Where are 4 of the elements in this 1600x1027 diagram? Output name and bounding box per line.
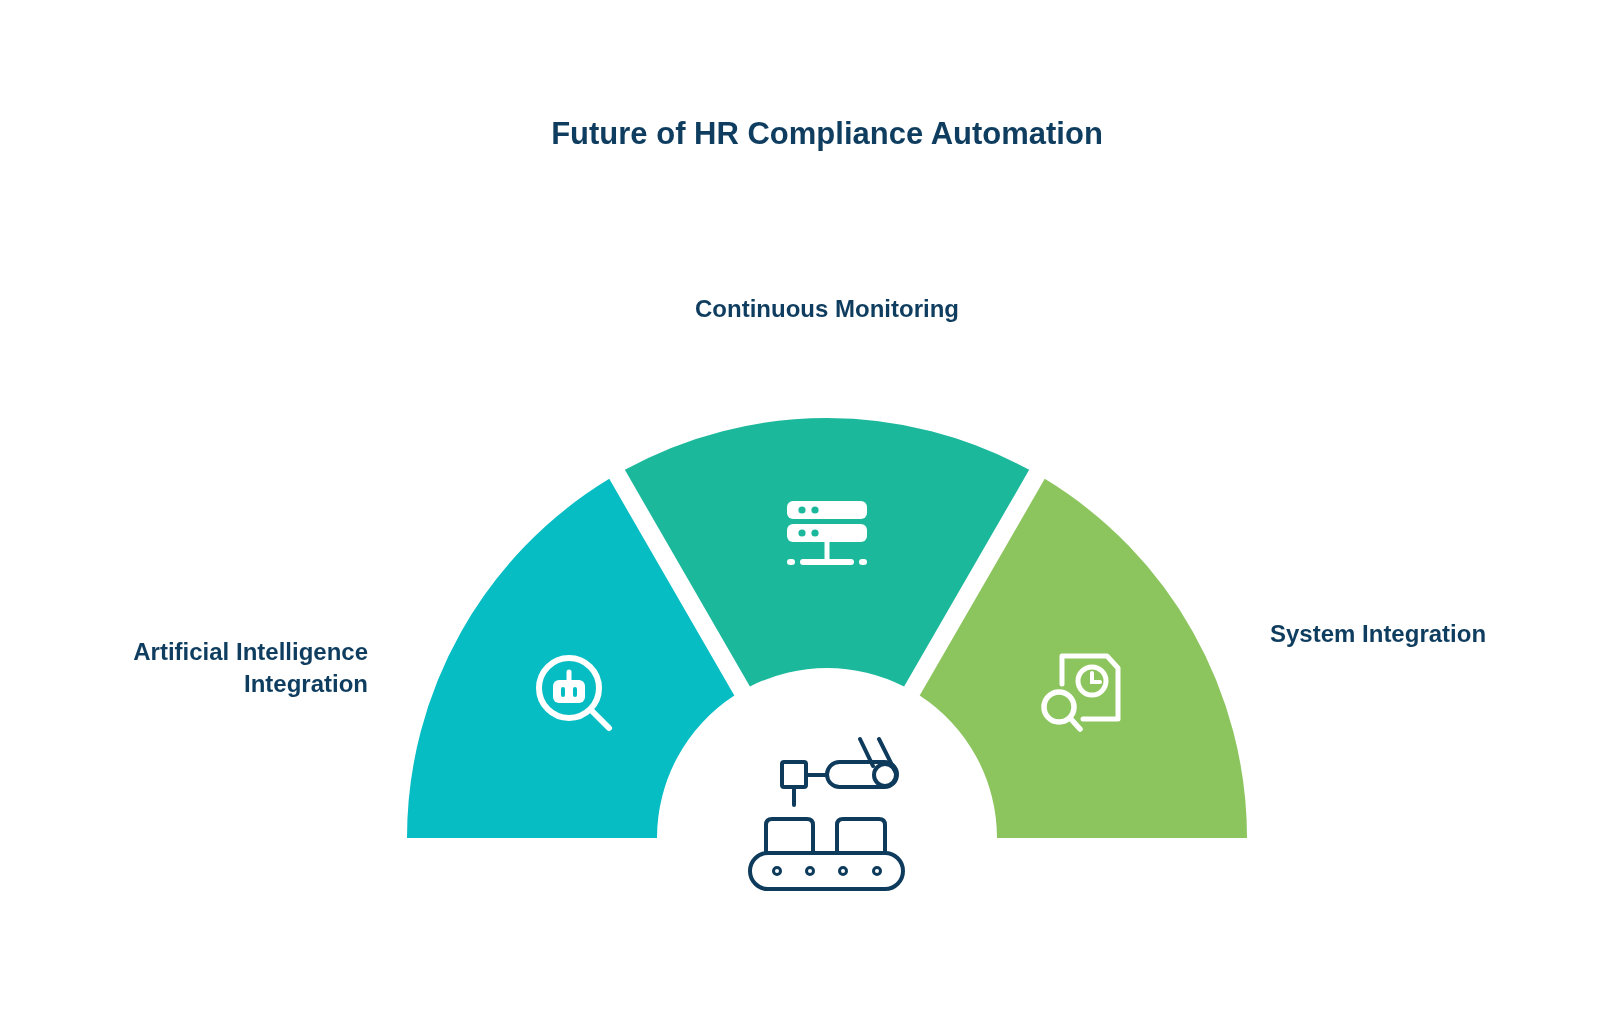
segment-label: System Integration: [1270, 619, 1487, 649]
segment-label: Continuous Monitoring: [695, 294, 959, 324]
diagram-title: Future of HR Compliance Automation: [551, 115, 1103, 153]
segment-label: Artificial Intelligence Integration: [132, 637, 368, 699]
